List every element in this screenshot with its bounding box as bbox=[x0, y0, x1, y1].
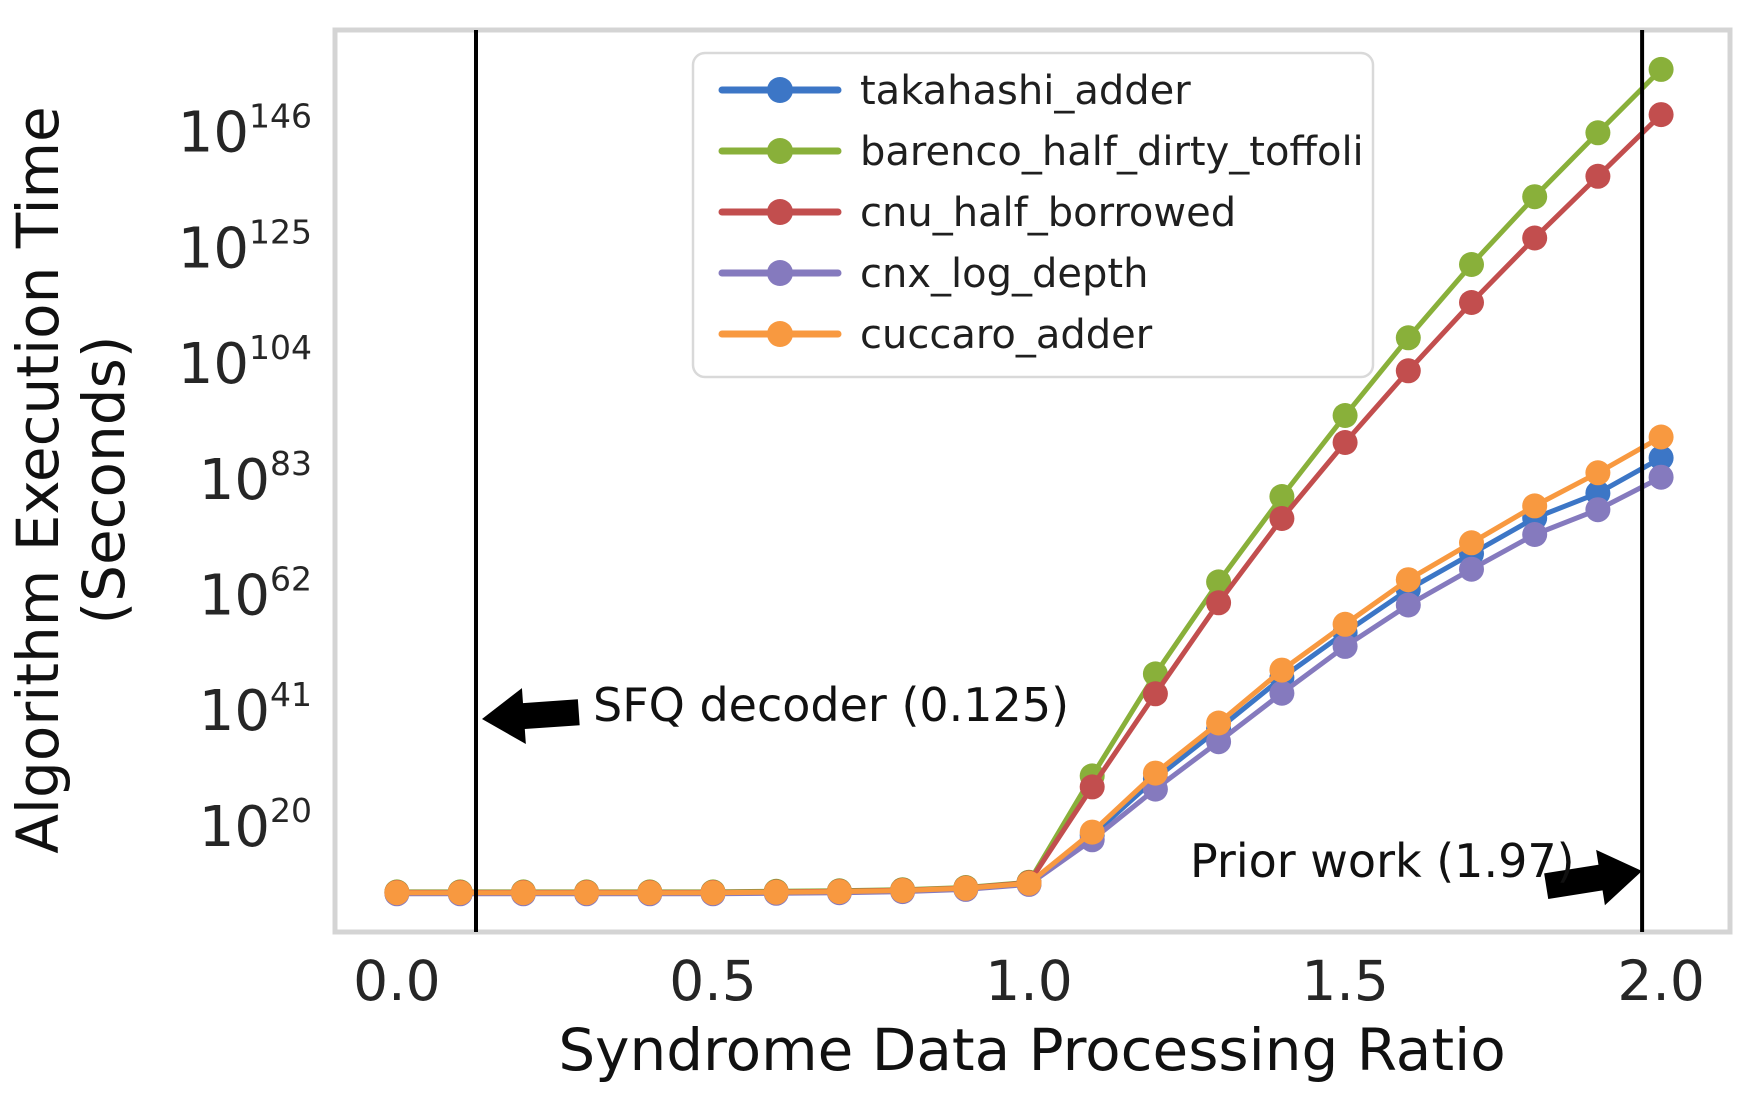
data-point-cnu_half_borrowed-x1.9 bbox=[1585, 163, 1611, 189]
legend: takahashi_adder barenco_half_dirty_toffo… bbox=[691, 51, 1375, 379]
legend-item: barenco_half_dirty_toffoli bbox=[718, 129, 1364, 175]
data-point-cuccaro_adder-x0.9 bbox=[953, 875, 979, 901]
data-point-cnu_half_borrowed-x1.7 bbox=[1459, 290, 1484, 315]
legend-item: cnu_half_borrowed bbox=[718, 190, 1236, 236]
legend-item: cnx_log_depth bbox=[718, 251, 1148, 297]
x-tick-label-0.0: 0.0 bbox=[353, 949, 440, 1013]
legend-label: cnu_half_borrowed bbox=[860, 190, 1236, 236]
y-tick-label-1e83: 1083 bbox=[199, 444, 312, 513]
data-point-cuccaro_adder-x0.3 bbox=[574, 880, 600, 906]
y-tick-label-1e125: 10125 bbox=[178, 212, 312, 281]
data-point-cnx_log_depth-x1.9 bbox=[1585, 497, 1611, 523]
data-point-barenco_half_dirty_toffoli-x1.9 bbox=[1585, 120, 1611, 146]
legend-marker-icon bbox=[767, 77, 793, 103]
data-point-cuccaro_adder-x0.6 bbox=[763, 879, 789, 905]
x-axis-label: Syndrome Data Processing Ratio bbox=[558, 1016, 1505, 1084]
legend-label: takahashi_adder bbox=[860, 68, 1191, 114]
data-point-barenco_half_dirty_toffoli-x1.3 bbox=[1206, 569, 1232, 595]
data-point-cuccaro_adder-x1.4 bbox=[1269, 657, 1295, 683]
data-point-barenco_half_dirty_toffoli-x1.4 bbox=[1269, 484, 1295, 509]
data-point-cnu_half_borrowed-x1.8 bbox=[1522, 225, 1548, 251]
series-line-takahashi_adder bbox=[394, 455, 1664, 896]
data-point-barenco_half_dirty_toffoli-x2 bbox=[1648, 56, 1674, 82]
data-point-cnx_log_depth-x1.4 bbox=[1269, 680, 1295, 706]
arrow-left-icon bbox=[482, 688, 580, 745]
data-point-cuccaro_adder-x2 bbox=[1648, 424, 1674, 450]
y-axis-label-line2: (Seconds) bbox=[70, 336, 138, 625]
data-point-cuccaro_adder-x1 bbox=[1016, 870, 1042, 896]
y-tick-label-1e41: 1041 bbox=[199, 675, 312, 744]
data-point-cuccaro_adder-x1.7 bbox=[1459, 530, 1484, 556]
x-tick-label-0.5: 0.5 bbox=[669, 949, 756, 1013]
data-point-cnu_half_borrowed-x1.5 bbox=[1332, 430, 1358, 455]
y-tick-label-1e62: 1062 bbox=[199, 560, 312, 629]
data-point-cnx_log_depth-x1.5 bbox=[1332, 633, 1358, 659]
data-point-cnx_log_depth-x1.6 bbox=[1395, 592, 1421, 618]
legend-marker-icon bbox=[767, 138, 793, 164]
axis-labels: Syndrome Data Processing Ratio Algorithm… bbox=[4, 106, 1506, 1084]
data-point-cuccaro_adder-x0.4 bbox=[637, 880, 663, 906]
vline-layer bbox=[474, 30, 1645, 932]
data-point-cuccaro_adder-x1.9 bbox=[1585, 460, 1611, 486]
data-point-cuccaro_adder-x0.1 bbox=[447, 880, 473, 906]
tick-layer: 0.0 0.5 1.0 1.5 2.0 1020 1041 1062 1083 10104 1012… bbox=[178, 97, 1705, 1013]
data-point-cnx_log_depth-x1.8 bbox=[1522, 522, 1548, 547]
legend-marker-icon bbox=[767, 321, 793, 347]
data-point-barenco_half_dirty_toffoli-x1.6 bbox=[1395, 325, 1421, 351]
data-point-cnu_half_borrowed-x1.6 bbox=[1395, 358, 1421, 384]
data-point-cuccaro_adder-x1.1 bbox=[1079, 819, 1105, 845]
data-point-cuccaro_adder-x0.7 bbox=[826, 879, 852, 905]
y-tick-label-1e20: 1020 bbox=[199, 791, 312, 860]
data-point-barenco_half_dirty_toffoli-x1.7 bbox=[1459, 252, 1484, 277]
data-point-cnu_half_borrowed-x1.3 bbox=[1206, 590, 1232, 616]
data-point-cuccaro_adder-x0 bbox=[384, 880, 410, 906]
y-axis-label-line1: Algorithm Execution Time bbox=[4, 106, 72, 854]
plot-area bbox=[332, 27, 1733, 935]
data-point-cuccaro_adder-x1.8 bbox=[1522, 493, 1548, 519]
data-point-cuccaro_adder-x1.5 bbox=[1332, 611, 1358, 637]
y-tick-label-1e146: 10146 bbox=[178, 97, 312, 166]
data-point-takahashi_adder-x2 bbox=[1648, 445, 1674, 471]
legend-item: cuccaro_adder bbox=[718, 312, 1153, 358]
data-point-cnu_half_borrowed-x1.4 bbox=[1269, 506, 1295, 531]
annotation-text: SFQ decoder (0.125) bbox=[593, 678, 1069, 732]
data-point-cnx_log_depth-x1.3 bbox=[1206, 729, 1232, 755]
legend-item: takahashi_adder bbox=[718, 68, 1191, 114]
annotation-sfq-decoder: SFQ decoder (0.125) bbox=[482, 678, 1069, 745]
arrow-right-icon bbox=[1544, 849, 1642, 906]
data-point-cuccaro_adder-x0.8 bbox=[890, 878, 916, 903]
annotation-prior-work: Prior work (1.97) bbox=[1190, 834, 1642, 906]
x-tick-label-1.5: 1.5 bbox=[1301, 949, 1388, 1013]
data-point-cnu_half_borrowed-x1.1 bbox=[1079, 774, 1105, 800]
legend-label: cuccaro_adder bbox=[860, 312, 1153, 358]
data-point-barenco_half_dirty_toffoli-x1.2 bbox=[1142, 661, 1168, 687]
plot-border bbox=[332, 27, 1733, 935]
data-point-barenco_half_dirty_toffoli-x1.5 bbox=[1332, 403, 1358, 428]
data-point-cuccaro_adder-x1.2 bbox=[1142, 760, 1168, 786]
legend-marker-icon bbox=[767, 260, 793, 286]
data-point-cuccaro_adder-x0.5 bbox=[700, 880, 726, 906]
data-point-cnu_half_borrowed-x2 bbox=[1648, 102, 1674, 128]
data-point-cnx_log_depth-x1.7 bbox=[1459, 556, 1484, 582]
series-layer bbox=[384, 56, 1674, 907]
data-point-cuccaro_adder-x1.6 bbox=[1395, 567, 1421, 593]
x-tick-label-2.0: 2.0 bbox=[1617, 949, 1704, 1013]
legend-label: barenco_half_dirty_toffoli bbox=[860, 129, 1364, 175]
data-point-barenco_half_dirty_toffoli-x1.8 bbox=[1522, 184, 1548, 210]
series-line-cuccaro_adder bbox=[394, 434, 1664, 896]
x-tick-label-1.0: 1.0 bbox=[985, 949, 1072, 1013]
data-point-cuccaro_adder-x0.2 bbox=[510, 880, 536, 906]
data-point-cnu_half_borrowed-x1.2 bbox=[1142, 681, 1168, 707]
legend-label: cnx_log_depth bbox=[860, 251, 1148, 297]
annotation-text: Prior work (1.97) bbox=[1190, 834, 1575, 888]
legend-marker-icon bbox=[767, 199, 793, 225]
legend-box bbox=[691, 51, 1375, 379]
data-point-cuccaro_adder-x1.3 bbox=[1206, 710, 1232, 736]
y-tick-label-1e104: 10104 bbox=[178, 328, 312, 397]
data-point-cnx_log_depth-x2 bbox=[1648, 464, 1674, 490]
